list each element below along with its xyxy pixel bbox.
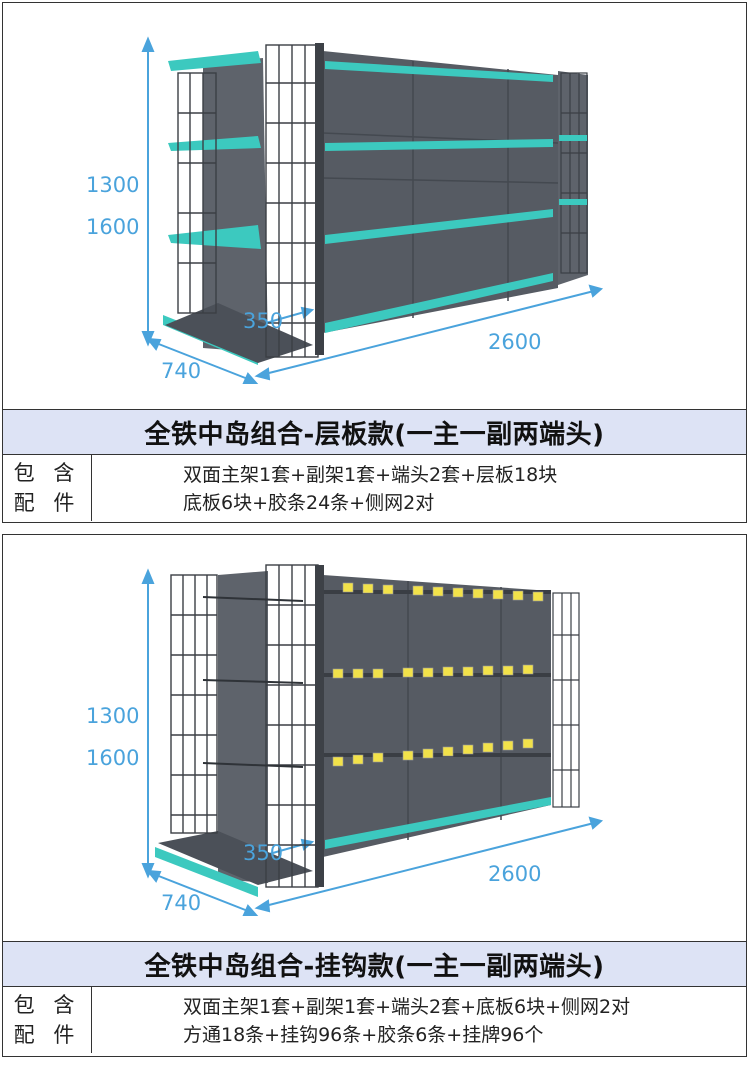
length-label-2600: 2600 bbox=[488, 330, 542, 354]
spec-label-line-2: 配 件 bbox=[13, 491, 81, 515]
height-label-1600: 1600 bbox=[86, 215, 140, 239]
depth-label-350: 350 bbox=[243, 841, 284, 865]
product-card-shelf: 1300 1600 350 740 2600 全铁中岛组合-层板款(一主一副两端… bbox=[2, 2, 747, 523]
spec-line-2: 方通18条+挂钩96条+胶条6条+挂牌96个 bbox=[183, 1024, 544, 1046]
shelf-illustration bbox=[141, 36, 604, 384]
length-label-2600: 2600 bbox=[488, 862, 542, 886]
spec-line-1: 双面主架1套+副架1套+端头2套+层板18块 bbox=[183, 464, 558, 486]
height-label-1600: 1600 bbox=[86, 746, 140, 770]
product-card-hook: 1300 1600 350 740 2600 全铁中岛组合-挂钩款(一主一副两端… bbox=[2, 534, 747, 1057]
spec-label: 包 含 配 件 bbox=[3, 455, 92, 521]
side-label-740: 740 bbox=[161, 891, 202, 915]
product-title: 全铁中岛组合-层板款(一主一副两端头) bbox=[3, 409, 746, 455]
spec-row: 包 含 配 件 双面主架1套+副架1套+端头2套+底板6块+侧网2对 方通18条… bbox=[3, 987, 746, 1053]
spec-line-2: 底板6块+胶条24条+侧网2对 bbox=[183, 492, 435, 514]
spec-label-line-1: 包 含 bbox=[13, 993, 81, 1017]
hook-product-image: 1300 1600 350 740 2600 bbox=[3, 535, 746, 941]
spec-label-line-1: 包 含 bbox=[13, 461, 81, 485]
shelf-product-image: 1300 1600 350 740 2600 bbox=[3, 3, 746, 409]
spec-label: 包 含 配 件 bbox=[3, 987, 92, 1053]
spec-label-line-2: 配 件 bbox=[13, 1023, 81, 1047]
hook-illustration bbox=[141, 564, 604, 916]
product-title: 全铁中岛组合-挂钩款(一主一副两端头) bbox=[3, 941, 746, 987]
height-label-1300: 1300 bbox=[86, 173, 140, 197]
spec-line-1: 双面主架1套+副架1套+端头2套+底板6块+侧网2对 bbox=[183, 996, 631, 1018]
spec-row: 包 含 配 件 双面主架1套+副架1套+端头2套+层板18块 底板6块+胶条24… bbox=[3, 455, 746, 521]
height-label-1300: 1300 bbox=[86, 704, 140, 728]
spec-contents: 双面主架1套+副架1套+端头2套+层板18块 底板6块+胶条24条+侧网2对 bbox=[183, 461, 557, 517]
depth-label-350: 350 bbox=[243, 309, 284, 333]
side-label-740: 740 bbox=[161, 359, 202, 383]
spec-contents: 双面主架1套+副架1套+端头2套+底板6块+侧网2对 方通18条+挂钩96条+胶… bbox=[183, 993, 630, 1049]
